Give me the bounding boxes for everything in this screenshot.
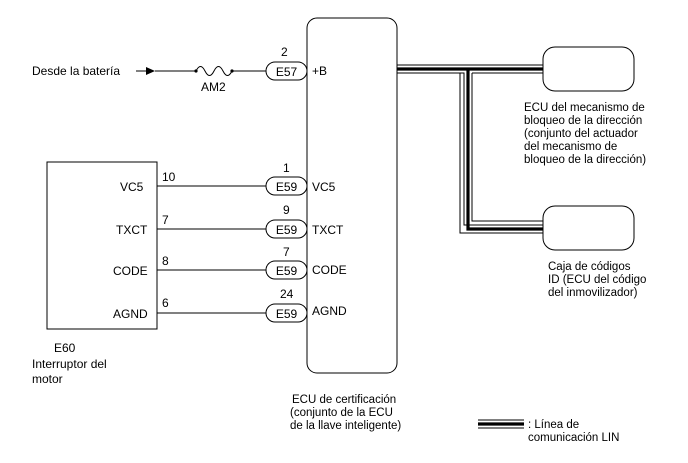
- ecu-terminal-label: TXCT: [312, 223, 344, 237]
- connector-e59: [265, 176, 308, 196]
- switch-pin-number: 7: [162, 213, 169, 227]
- connector-label: E57: [276, 65, 298, 79]
- connector-e59: [265, 303, 308, 323]
- connector-label: E59: [276, 180, 298, 194]
- connector-label: E59: [276, 223, 298, 237]
- battery-label: Desde la batería: [32, 64, 120, 78]
- fuse-icon: [195, 66, 233, 76]
- ecu-terminal-label: CODE: [312, 263, 347, 277]
- pin-number: 9: [283, 203, 290, 217]
- connection-vc5: VC5 10 1 E59 VC5: [120, 161, 336, 196]
- legend-label: : Línea de comunicación LIN: [528, 419, 619, 444]
- switch-pin-number: 8: [162, 254, 169, 268]
- steering-lock-ecu-label: ECU del mecanismo de bloqueo de la direc…: [524, 102, 648, 166]
- engine-switch-box: [46, 161, 158, 330]
- connection-agnd: AGND 6 24 E59 AGND: [113, 287, 347, 323]
- connector-e59: [265, 219, 308, 239]
- switch-pin-number: 6: [162, 296, 169, 310]
- battery-arrow-icon: [136, 67, 155, 75]
- ecu-terminal-label: +B: [312, 64, 327, 78]
- fuse-label: AM2: [201, 80, 226, 94]
- steering-lock-ecu-box: [542, 46, 635, 92]
- pin-number: 2: [281, 45, 288, 59]
- ecu-terminal-label: AGND: [312, 304, 347, 318]
- switch-terminal-label: VC5: [120, 180, 144, 194]
- certification-ecu-label: ECU de certificación (conjunto de la ECU…: [290, 394, 401, 432]
- certification-ecu-box: [306, 17, 398, 374]
- ecu-terminal-label: VC5: [312, 180, 336, 194]
- connector-e59: [265, 260, 308, 280]
- lin-bus: [397, 64, 543, 234]
- connector-label: E59: [276, 307, 298, 321]
- connection-code: CODE 8 7 E59 CODE: [113, 245, 347, 280]
- switch-pin-number: 10: [162, 170, 176, 184]
- connector-label: E59: [276, 264, 298, 278]
- legend-lin-line-icon: [478, 419, 524, 429]
- connection-plus-b: 2 E57 +B: [265, 45, 327, 81]
- id-code-box-label: Caja de códigos ID (ECU del código del i…: [548, 261, 650, 299]
- switch-terminal-label: AGND: [113, 307, 148, 321]
- pin-number: 1: [283, 161, 290, 175]
- engine-switch-label: Interruptor del motor: [32, 357, 110, 386]
- switch-terminal-label: CODE: [113, 264, 148, 278]
- pin-number: 24: [280, 287, 294, 301]
- connection-txct: TXCT 7 9 E59 TXCT: [116, 203, 344, 239]
- fuse-terminal-left: [194, 69, 198, 73]
- engine-switch-code: E60: [54, 341, 76, 355]
- connector-e57: [265, 61, 308, 81]
- switch-terminal-label: TXCT: [116, 223, 148, 237]
- pin-number: 7: [283, 245, 290, 259]
- id-code-box: [542, 205, 635, 251]
